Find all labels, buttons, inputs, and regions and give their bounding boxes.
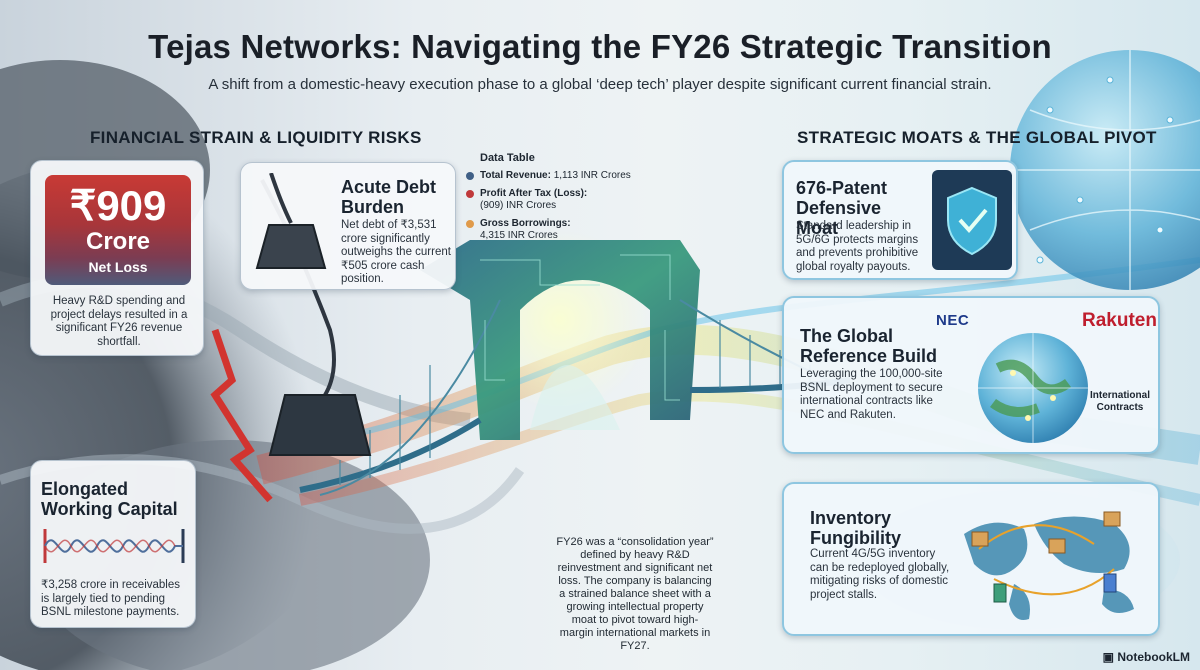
debt-card: Acute Debt Burden Net debt of ₹3,531 cro… bbox=[240, 162, 456, 290]
debt-card-body: Net debt of ₹3,531 crore significantly o… bbox=[341, 219, 451, 285]
international-contracts-label: International Contracts bbox=[1089, 390, 1150, 413]
left-section-heading: FINANCIAL STRAIN & LIQUIDITY RISKS bbox=[90, 128, 422, 147]
data-table-value: (909) INR Crores bbox=[480, 200, 557, 211]
data-table-row-pat: Profit After Tax (Loss): (909) INR Crore… bbox=[466, 188, 636, 212]
patent-card-title: 676-Patent Defensive Moat bbox=[796, 178, 888, 238]
shield-icon bbox=[932, 170, 1012, 270]
data-table-value: 1,113 INR Crores bbox=[553, 170, 631, 181]
right-section-heading: STRATEGIC MOATS & THE GLOBAL PIVOT bbox=[797, 128, 1157, 147]
reference-card-title: The Global Reference Build bbox=[800, 326, 938, 366]
spring-icon bbox=[43, 529, 185, 563]
net-loss-amount: ₹909 bbox=[69, 182, 167, 229]
data-table-value: 4,315 INR Crores bbox=[480, 230, 558, 241]
nec-logo: NEC bbox=[936, 312, 970, 329]
net-loss-highlight: ₹909 Crore Net Loss bbox=[45, 175, 191, 285]
debt-card-title: Acute Debt Burden bbox=[341, 177, 437, 217]
net-loss-label: Net Loss bbox=[88, 259, 148, 275]
data-table: Data Table Total Revenue: 1,113 INR Cror… bbox=[466, 152, 636, 242]
page-subtitle: A shift from a domestic-heavy execution … bbox=[208, 76, 992, 93]
footer-brand-label: NotebookLM bbox=[1117, 650, 1190, 664]
center-summary-note: FY26 was a “consolidation year” defined … bbox=[556, 536, 714, 652]
weight-icon bbox=[255, 173, 327, 269]
working-capital-body: ₹3,258 crore in receivables is largely t… bbox=[41, 579, 180, 618]
working-capital-card: Elongated Working Capital ₹3,258 crore i… bbox=[30, 460, 196, 628]
world-map-icon bbox=[964, 511, 1134, 620]
data-table-label: Gross Borrowings: bbox=[480, 218, 571, 229]
patent-card: 676-Patent Defensive Moat Standard leade… bbox=[782, 160, 1018, 280]
data-table-row-borrowings: Gross Borrowings: 4,315 INR Crores bbox=[466, 218, 636, 242]
inventory-card-title: Inventory Fungibility bbox=[810, 508, 901, 548]
globe-icon bbox=[978, 333, 1088, 443]
global-reference-card: The Global Reference Build Leveraging th… bbox=[782, 296, 1160, 454]
notebooklm-icon: ▣ bbox=[1102, 650, 1114, 664]
net-loss-card: ₹909 Crore Net Loss Heavy R&D spending a… bbox=[30, 160, 204, 356]
inventory-card-body: Current 4G/5G inventory can be redeploye… bbox=[810, 548, 950, 601]
patent-card-body: Standard leadership in 5G/6G protects ma… bbox=[796, 220, 919, 273]
data-table-label: Total Revenue: bbox=[480, 170, 551, 181]
data-table-title: Data Table bbox=[480, 152, 535, 164]
legend-dot bbox=[466, 220, 474, 228]
data-table-row-revenue: Total Revenue: 1,113 INR Crores bbox=[466, 170, 636, 182]
data-table-label: Profit After Tax (Loss): bbox=[480, 188, 588, 199]
legend-dot bbox=[466, 190, 474, 198]
legend-dot bbox=[466, 172, 474, 180]
working-capital-title: Elongated Working Capital bbox=[41, 479, 178, 519]
page-title: Tejas Networks: Navigating the FY26 Stra… bbox=[148, 28, 1052, 65]
rakuten-logo: Rakuten bbox=[1082, 310, 1157, 331]
footer-brand: ▣ NotebookLM bbox=[1103, 650, 1190, 664]
net-loss-description: Heavy R&D spending and project delays re… bbox=[50, 295, 188, 348]
reference-card-body: Leveraging the 100,000-site BSNL deploym… bbox=[800, 368, 943, 421]
net-loss-unit: Crore bbox=[85, 228, 151, 255]
inventory-card: Inventory Fungibility Current 4G/5G inve… bbox=[782, 482, 1160, 636]
